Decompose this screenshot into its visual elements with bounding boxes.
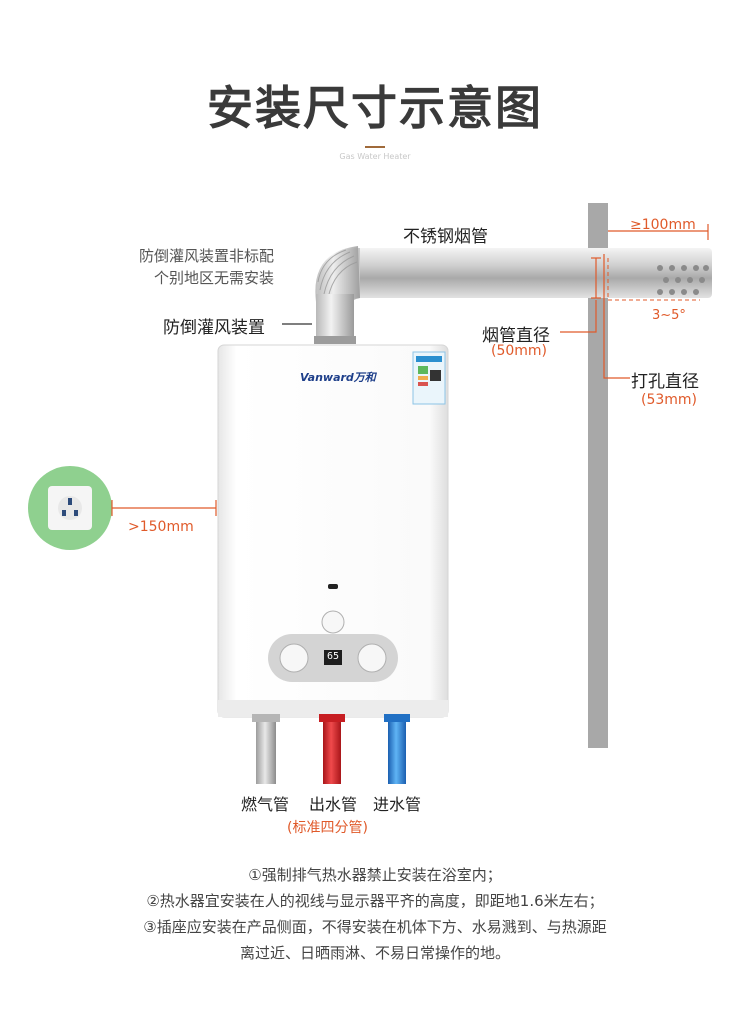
top-knob[interactable] [321, 610, 345, 634]
hole-diameter-label: 打孔直径 [631, 372, 699, 392]
outlet-pipe-label: 出水管 [309, 795, 358, 814]
flue-pipe [352, 248, 712, 298]
anti-backdraft-note: 防倒灌风装置非标配 个别地区无需安装 [106, 245, 274, 289]
hole-diameter-value: (53mm) [641, 392, 698, 408]
outlet-pipe [323, 718, 341, 784]
inlet-pipe-label: 进水管 [373, 795, 422, 814]
gas-pipe [256, 718, 276, 784]
pipe-standard-label: (标准四分管) [287, 820, 368, 836]
flue-pipe-label: 不锈钢烟管 [403, 227, 488, 247]
gas-pipe-label: 燃气管 [241, 795, 290, 814]
note-2: ②热水器宜安装在人的视线与显示器平齐的高度，即距地1.6米左右； [146, 892, 604, 910]
anti-backdraft-note-line2: 个别地区无需安装 [153, 269, 274, 287]
wall [588, 203, 608, 748]
note-3-continued: 离过近、日晒雨淋、不易日常操作的地。 [239, 944, 510, 962]
note-1: ①强制排气热水器禁止安装在浴室内； [248, 866, 502, 884]
right-knob[interactable] [357, 643, 387, 673]
pipe-diameter-value: (50mm) [491, 343, 548, 359]
anti-backdraft-label: 防倒灌风装置 [163, 318, 265, 338]
anti-backdraft-note-line1: 防倒灌风装置非标配 [138, 247, 274, 265]
title-divider [365, 146, 385, 148]
brand-logo: Vanward万和 [300, 371, 376, 384]
pipe-diameter-label: 烟管直径 [482, 326, 550, 346]
installation-notes: ①强制排气热水器禁止安装在浴室内； ②热水器宜安装在人的视线与显示器平齐的高度，… [0, 862, 750, 966]
note-3: ③插座应安装在产品侧面，不得安装在机体下方、水易溅到、与热源距 [143, 918, 607, 936]
wall-distance-label: ≥100mm [630, 217, 696, 233]
page-title: 安装尺寸示意图 [207, 81, 543, 135]
socket-distance-label: >150mm [128, 519, 194, 535]
inlet-pipe [388, 718, 406, 784]
temperature-display [324, 650, 342, 665]
display-value: 65 [326, 651, 340, 662]
indicator-light [328, 584, 338, 589]
angle-label: 3~5° [652, 308, 686, 323]
left-knob[interactable] [279, 643, 309, 673]
flue-vent-holes [657, 265, 709, 295]
page-subtitle: Gas Water Heater [339, 152, 411, 161]
anti-backdraft-device [316, 294, 354, 342]
